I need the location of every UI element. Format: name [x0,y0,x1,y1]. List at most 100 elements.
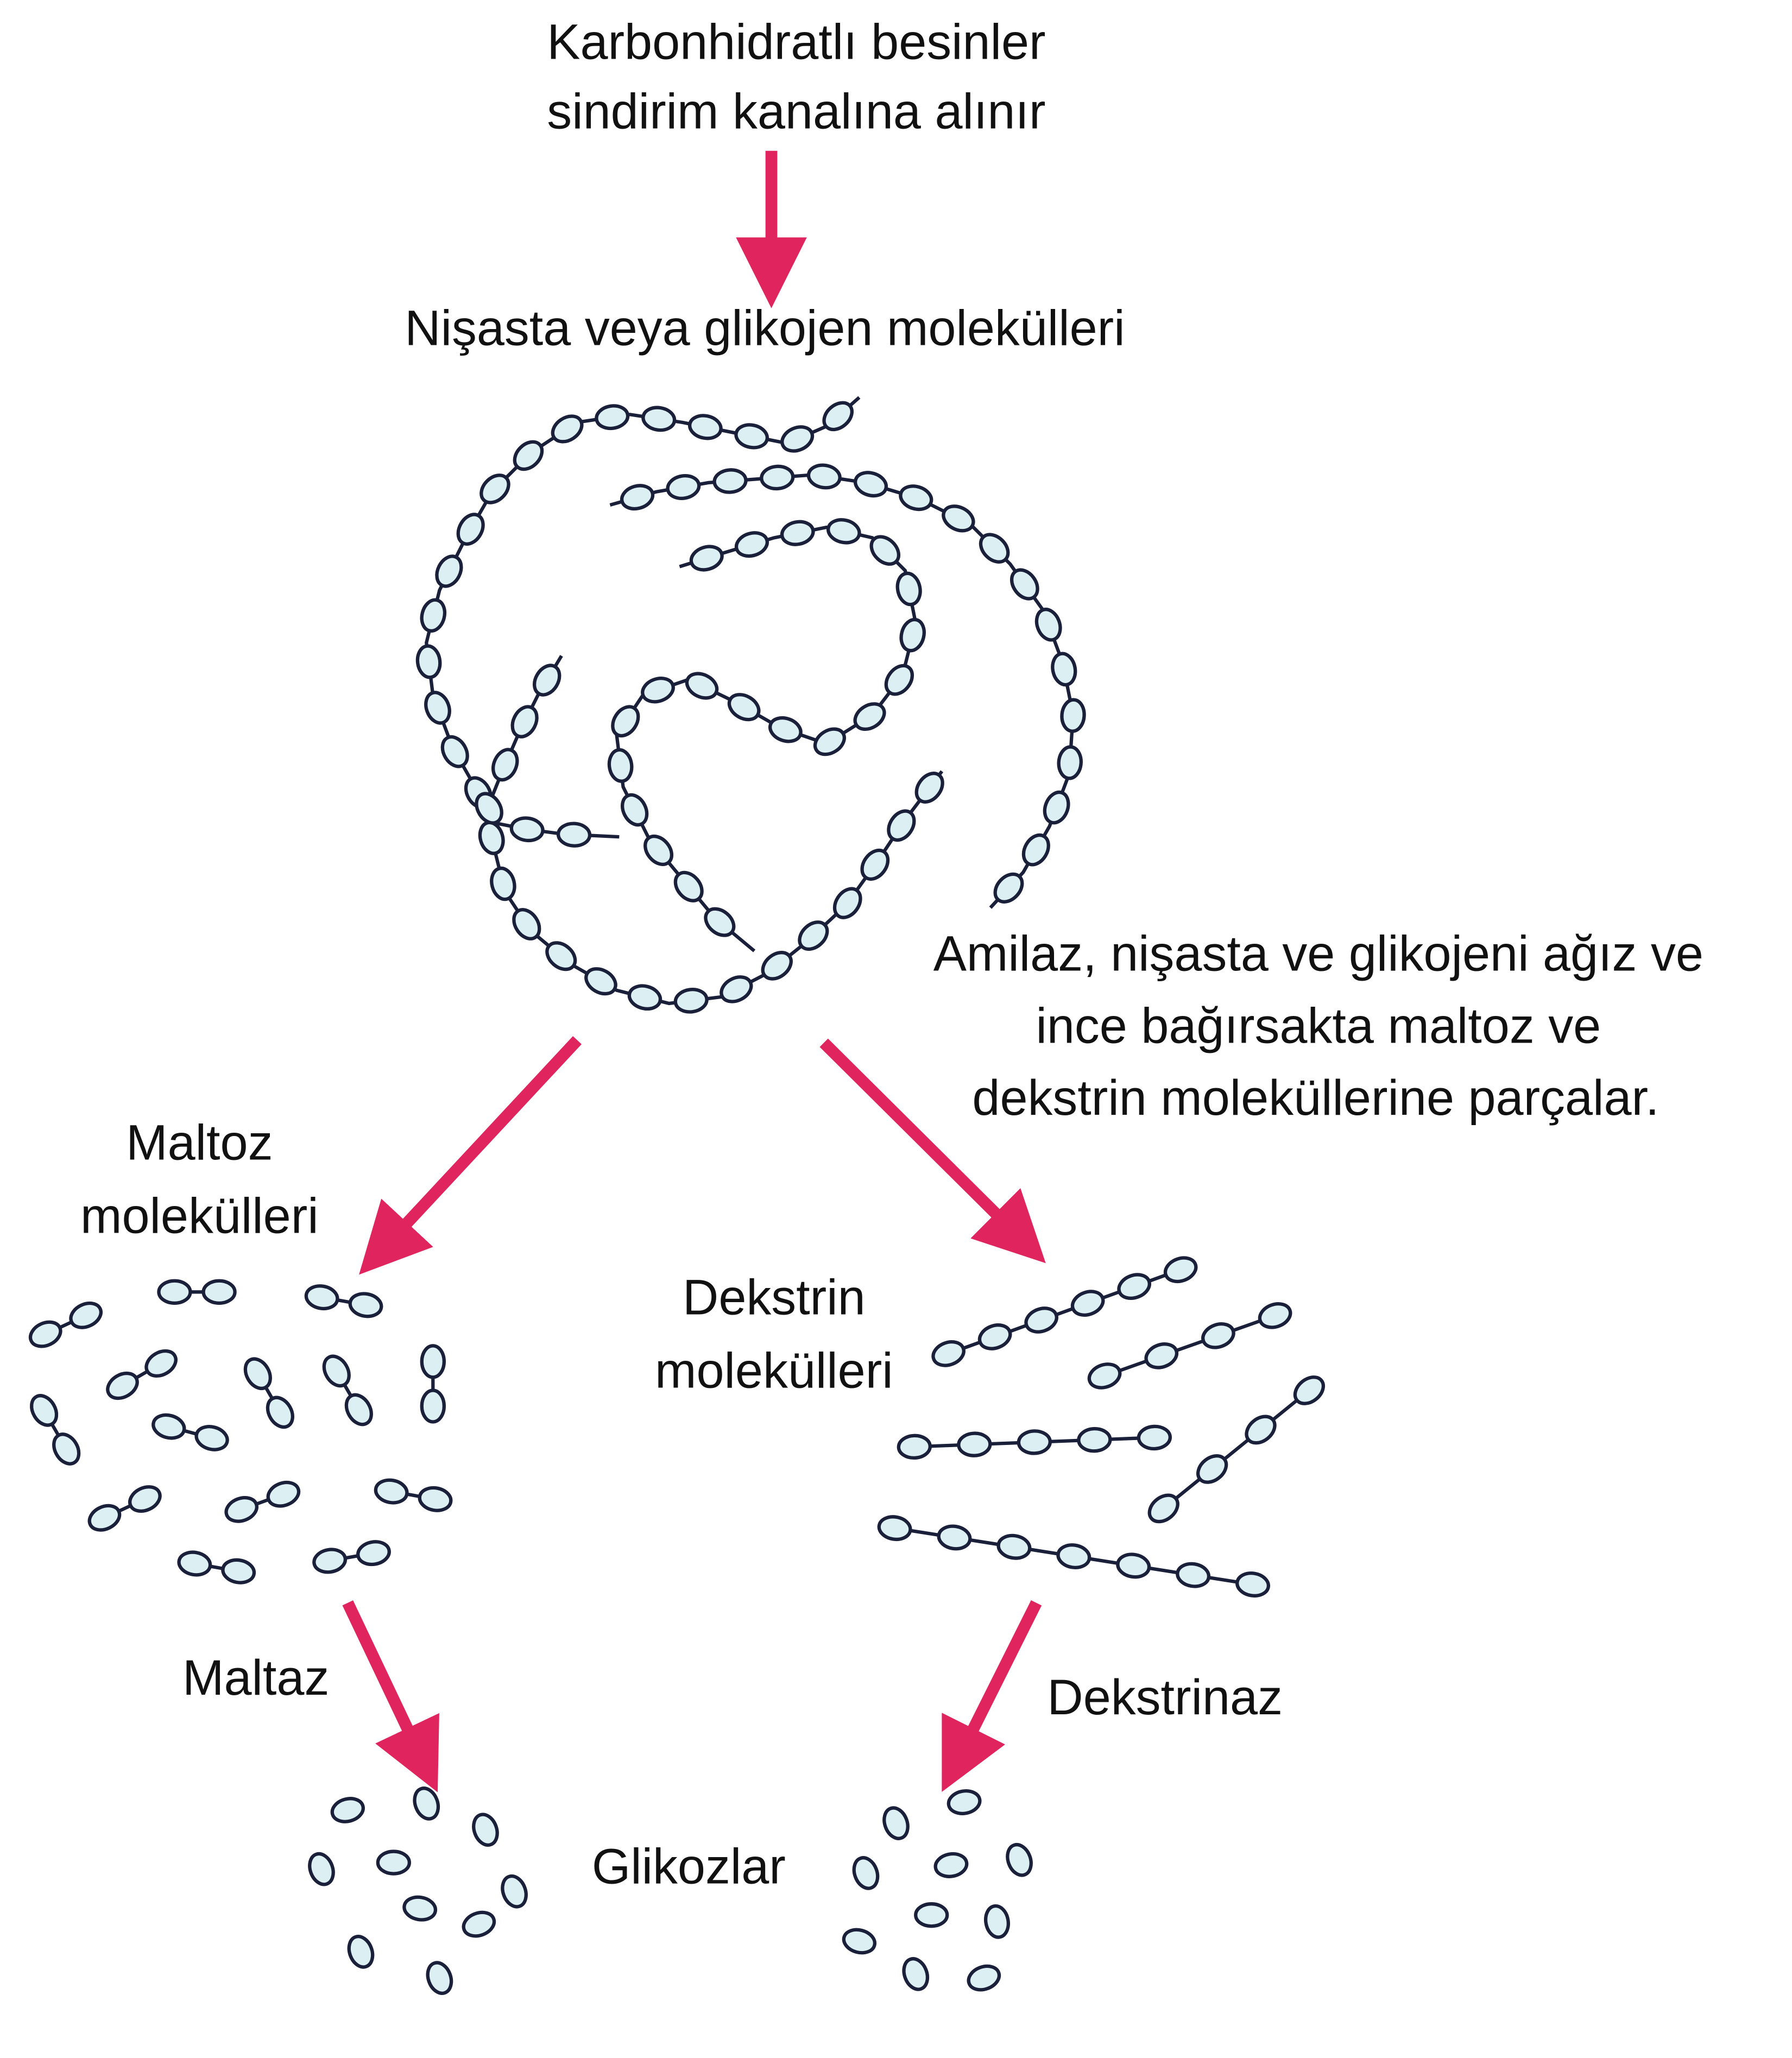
glucose-bead [330,1797,365,1823]
glucose-bead [1057,745,1083,780]
glucose-bead [1245,1415,1277,1445]
glucose-bead [641,406,677,432]
glucose-bead [243,1357,272,1391]
glucose-bead [1070,1290,1105,1317]
glucose-bead [224,1496,258,1523]
maltose-molecule [243,1357,294,1429]
title-line-2: sindirim kanalına alınır [547,84,1045,140]
glucose-bead [510,705,539,738]
glucose-bead [201,1279,237,1305]
glucose-bead [1077,1426,1112,1453]
glucose-bead [832,887,862,919]
glucose-bead [348,1292,383,1318]
glucose-bead [720,975,753,1003]
glucose-bead [780,520,815,546]
glucose-bead [152,1413,186,1440]
glucose-bead [1116,1552,1151,1579]
glucose-bead [931,1340,966,1367]
glucose-bead [87,1504,122,1532]
glucose-bead [266,1480,301,1508]
glucose-bead [376,1849,411,1876]
glucose-bead [194,1425,229,1451]
glucose-bead [914,1902,949,1928]
glucose-bead [933,1852,969,1878]
glucose-bead [418,1486,453,1512]
glucose-bead [545,941,577,971]
glucose-bead [513,440,544,471]
glucose-bead [512,908,541,940]
glucose-bead [688,414,723,440]
starch-chain [475,655,620,848]
maltose-label-line-2: molekülleri [80,1189,319,1244]
glucose-bead [1137,1424,1172,1451]
glucose-bead [704,907,736,937]
maltose-molecule [312,1540,391,1574]
glucose-bead [1144,1342,1179,1369]
glucose-bead [620,484,655,511]
glucose-bead [712,468,748,494]
glucose-bead [30,1394,59,1427]
glucose-bead [947,1789,982,1815]
glucose-bead [852,1856,880,1890]
glucose-bead [322,1354,351,1388]
glucose-bead [266,1396,294,1429]
glucose-bead [685,672,719,700]
glucose-bead [957,1431,992,1457]
glucose-bead [937,1524,972,1551]
glucose-bead [1009,568,1039,601]
glucose-bead [304,1284,339,1311]
glucose-bead [734,423,769,450]
glucose-bead [479,474,510,504]
glucose-bead [1056,1543,1091,1569]
dextrin-label-line-1: Dekstrin [683,1270,866,1325]
glucose-bead [475,792,503,825]
maltose-label-line-1: Maltoz [126,1115,273,1170]
glucose-bead [312,1548,348,1574]
glucose-bead [993,872,1024,904]
glucose-bead [806,463,842,490]
glucose-bead [780,425,815,453]
glucose-bead [1006,1842,1033,1877]
maltose-molecule [28,1301,103,1348]
dextrin-molecule [931,1256,1198,1367]
glucose-bead [1017,1429,1052,1455]
glucose-bead [1021,833,1050,867]
maltose-molecule [87,1485,162,1532]
glucose-bead [595,404,630,431]
glucose-bead [967,1964,1001,1992]
glucose-bead [996,1533,1032,1560]
maltose-molecule [177,1550,256,1584]
glucose-bead [1235,1571,1270,1598]
dextrin-molecule [897,1424,1172,1460]
amylase-text-line-1: Amilaz, nişasta ve glikojeni ağız ve [933,926,1703,982]
glucose-bead [532,664,561,697]
glucose-bead [144,1349,178,1378]
maltose-molecule [374,1478,453,1512]
glucose-bead [435,554,463,588]
glucose-bead [440,735,469,768]
glucose-bead [761,951,793,981]
glucose-bead [914,772,944,804]
glucose-bead [420,598,447,633]
dextrin-molecule [877,1515,1270,1598]
glucose-bead [853,702,886,731]
glucose-bead [853,471,888,498]
glucose-bead [884,664,914,696]
maltose-molecule [420,1344,446,1424]
glucose-bead [1060,698,1086,733]
glucose-bead [1196,1454,1228,1484]
glucose-bead [426,1961,453,1995]
title-line-1: Karbonhidratlı besinler [547,15,1045,70]
glucose-bead [1201,1322,1235,1349]
glucose-bead [979,533,1010,564]
glucose-bead [402,1895,438,1922]
maltase-arrow [342,1600,439,1792]
glucose-bead [1147,1493,1179,1524]
glucose-bead [221,1558,256,1584]
glucose-bead [177,1550,212,1577]
maltose-molecule [224,1480,301,1523]
glucose-bead [902,1957,930,1991]
glucose-bead [1051,652,1077,687]
glucose-bead [627,984,662,1011]
